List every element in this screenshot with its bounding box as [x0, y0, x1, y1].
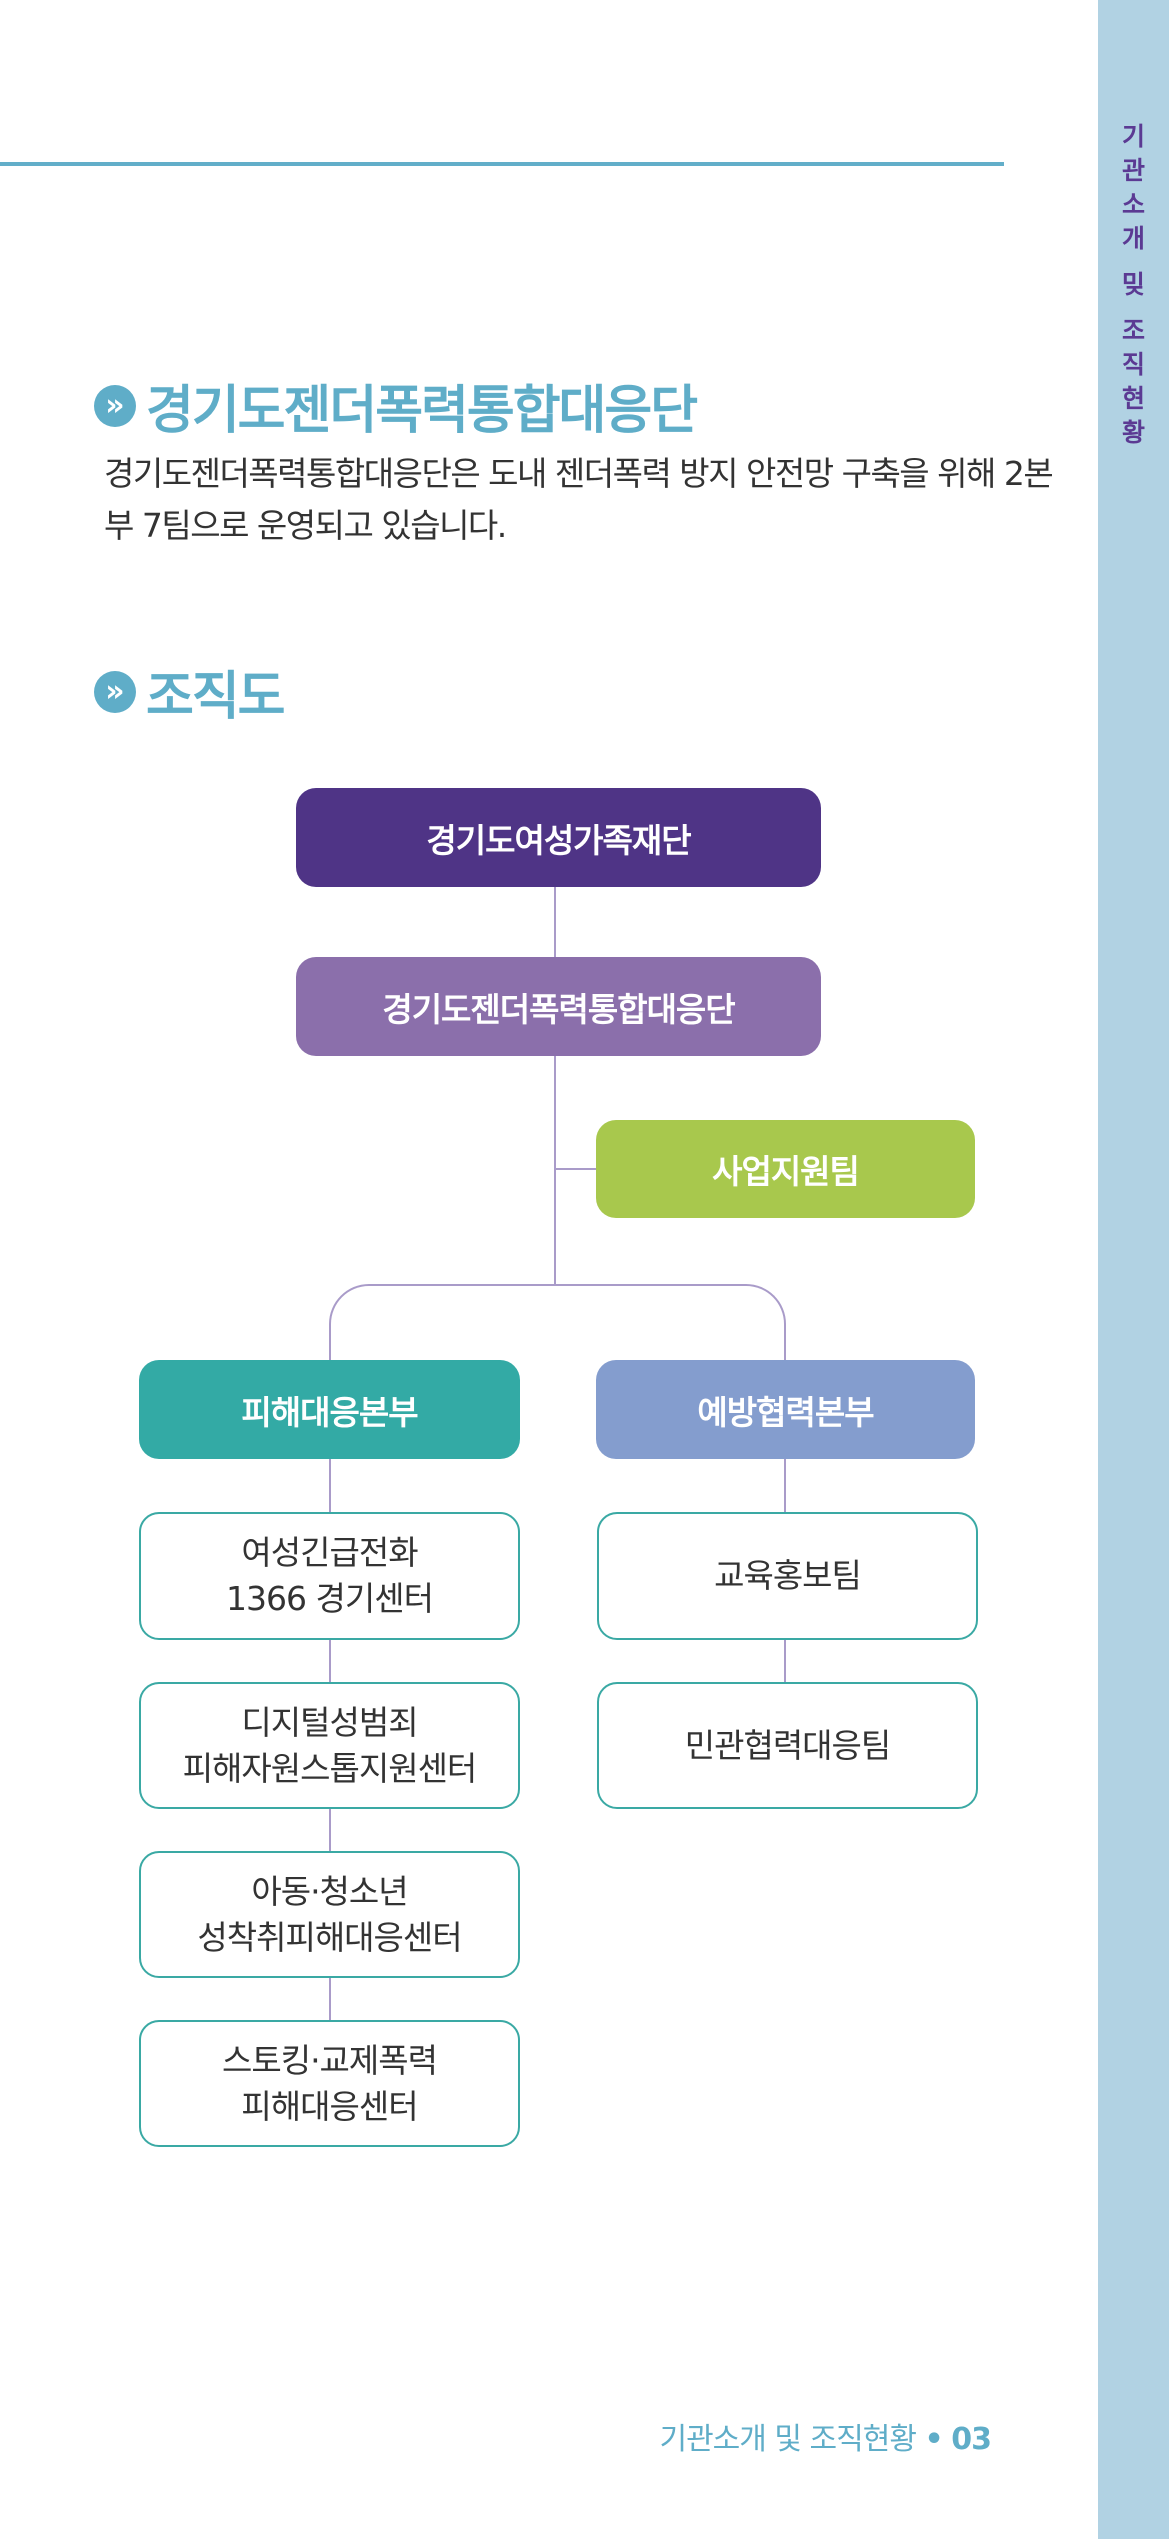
side-char: 소 [1121, 190, 1145, 219]
section-title: 조직도 [146, 667, 286, 727]
team-line: 성착취피해대응센터 [197, 1917, 462, 1957]
section-title: 경기도젠더폭력통합대응단 [146, 381, 698, 441]
side-tab-label: 기 관 소 개 밎 조 직 현 황 [1098, 120, 1169, 450]
team-line: 피해대응센터 [241, 2086, 418, 2126]
org-support-team: 사업지원팀 [596, 1120, 975, 1218]
side-char: 조 [1121, 316, 1145, 345]
org-hq-prevention: 예방협력본부 [596, 1360, 975, 1459]
side-char: 밎 [1121, 270, 1145, 299]
side-char: 기 [1121, 122, 1145, 151]
side-char: 관 [1121, 156, 1145, 185]
page-number: 03 [951, 2422, 992, 2457]
org-root: 경기도여성가족재단 [296, 788, 821, 887]
side-char: 직 [1121, 350, 1145, 379]
org-team: 민관협력대응팀 [597, 1682, 978, 1809]
connector-line [554, 887, 556, 1284]
team-line: 스토킹·교제폭력 [221, 2040, 438, 2080]
team-line: 여성긴급전화 [241, 1533, 418, 1572]
team-line: 피해자원스톱지원센터 [182, 1748, 478, 1788]
section-heading: » 조직도 [94, 654, 286, 729]
connector-line [555, 1168, 597, 1170]
double-chevron-icon: » [94, 384, 136, 427]
side-char: 황 [1121, 418, 1145, 447]
team-line: 디지털성범죄 [241, 1702, 418, 1742]
org-team: 교육홍보팀 [597, 1512, 978, 1640]
branch-connector [329, 1284, 786, 1364]
org-unit: 경기도젠더폭력통합대응단 [296, 957, 821, 1056]
team-line: 1366 경기센터 [226, 1579, 434, 1618]
org-hq-victim-response: 피해대응본부 [139, 1360, 520, 1459]
side-tab [1098, 0, 1169, 2539]
footer-label: 기관소개 및 조직현황 [659, 2422, 916, 2457]
double-chevron-icon: » [94, 670, 136, 713]
org-team: 여성긴급전화 1366 경기센터 [139, 1512, 520, 1640]
section-heading: » 경기도젠더폭력통합대응단 [94, 368, 698, 443]
top-divider [0, 162, 1004, 166]
intro-text: 경기도젠더폭력통합대응단은 도내 젠더폭력 방지 안전망 구축을 위해 2본부 … [104, 454, 1054, 545]
side-char: 현 [1121, 384, 1145, 413]
page-footer: 기관소개 및 조직현황 • 03 [659, 2414, 992, 2458]
team-line: 아동·청소년 [251, 1871, 408, 1911]
footer-bullet: • [924, 2422, 944, 2457]
side-char: 개 [1121, 224, 1145, 253]
